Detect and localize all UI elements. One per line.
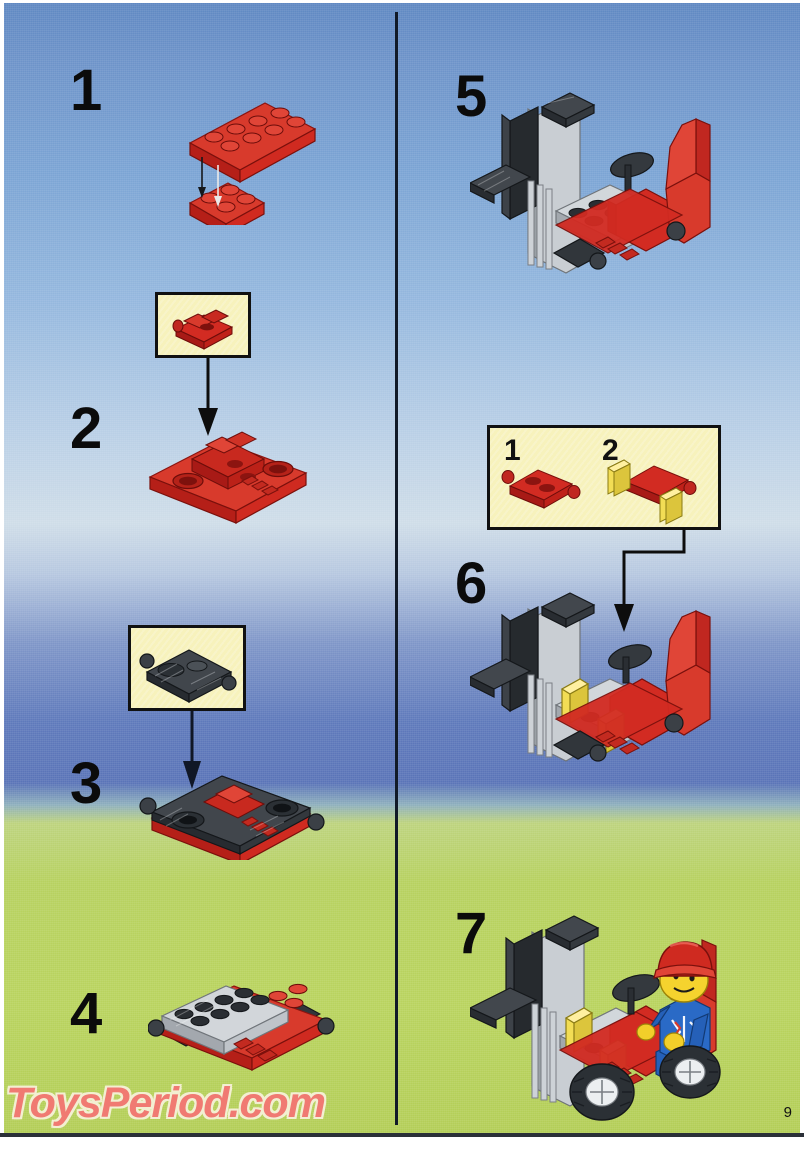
step-3-illustration <box>130 760 340 866</box>
step-number-7: 7 <box>455 901 488 966</box>
step-number-6: 6 <box>455 551 488 616</box>
step-6-callout-connector <box>600 528 720 648</box>
step-7-illustration <box>468 900 750 1125</box>
step-2-arrow <box>196 358 220 440</box>
step-number-5: 5 <box>455 64 488 129</box>
step-number-3: 3 <box>70 751 103 816</box>
step-2-illustration <box>130 415 330 525</box>
callout-substep-number-1: 1 <box>504 434 521 467</box>
step-5-illustration <box>468 85 720 285</box>
page-bottom-rule <box>0 1133 804 1137</box>
column-divider <box>395 12 398 1125</box>
step-1-illustration <box>130 85 340 237</box>
step-4-illustration <box>147 970 348 1080</box>
step-number-1: 1 <box>70 58 103 123</box>
step-6-illustration <box>468 585 720 765</box>
page-number: 9 <box>783 1104 792 1121</box>
step-3-arrow <box>180 711 204 793</box>
step-3-callout-box <box>128 625 246 711</box>
step-number-2: 2 <box>70 396 103 461</box>
step-2-callout-box <box>155 292 251 358</box>
watermark: ToysPeriod.com <box>6 1079 326 1127</box>
step-6-callout-box: 1 2 <box>487 425 721 530</box>
callout-substep-number-2: 2 <box>602 434 619 467</box>
step-number-4: 4 <box>70 981 103 1046</box>
